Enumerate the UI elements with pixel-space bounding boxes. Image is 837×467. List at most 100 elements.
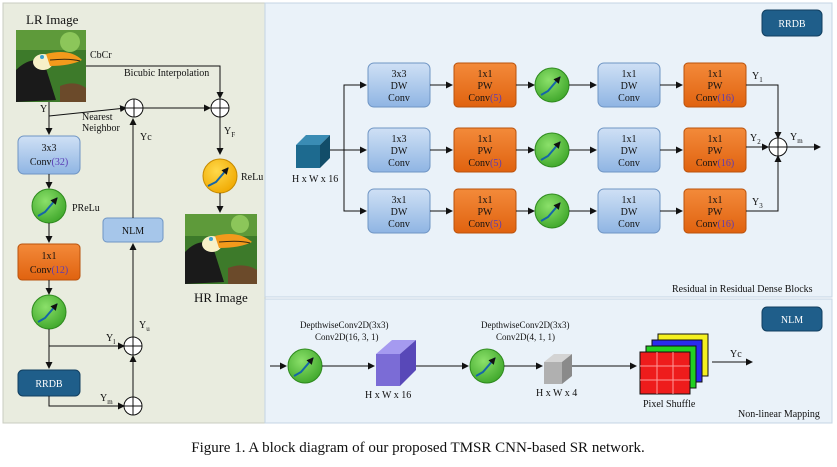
svg-text:3x1: 3x1 [392,195,407,206]
cbcr-arrow [86,65,224,99]
sum-node-top [124,98,144,118]
lr-image [16,30,86,102]
svg-text:Conv: Conv [618,93,640,104]
ym-arrow [48,396,125,410]
svg-text:PW: PW [708,81,724,92]
sum-node-mid [123,336,143,356]
rrdb-output-label: Ym [790,132,803,145]
svg-text:DW: DW [391,146,408,157]
conv3x3-block: 3x3 Conv(32) [17,135,81,175]
svg-text:Conv(12): Conv(12) [30,265,68,276]
nlm-cube-2 [544,354,572,384]
svg-text:PW: PW [478,146,494,157]
rrdb-row-2: 1x3 DW Conv 1x1 PW Conv(5) 1x1 DW Conv 1… [367,127,769,173]
nlm-dw2-line2: Conv2D(4, 1, 1) [496,332,555,342]
svg-text:Conv(16): Conv(16) [696,93,734,104]
svg-text:3x3: 3x3 [42,143,57,154]
nlm-cube-2-label: H x W x 4 [536,388,577,399]
hr-image-label: HR Image [194,290,248,305]
svg-text:Conv: Conv [618,158,640,169]
activation-left-2 [31,294,67,330]
ym-label: Ym [100,393,113,406]
prelu-activation [31,188,67,224]
svg-text:1x1: 1x1 [622,69,637,80]
nlm-cube-1-label: H x W x 16 [365,390,411,401]
rrdb-input-cube [296,135,330,168]
svg-text:1x1: 1x1 [42,251,57,262]
svg-text:Conv: Conv [388,158,410,169]
svg-text:Conv(5): Conv(5) [468,219,501,230]
nlm-output-label: Yc [730,349,742,360]
relu-label: ReLu [241,172,263,183]
hr-image [185,214,257,284]
svg-text:Conv: Conv [388,93,410,104]
svg-text:RRDB: RRDB [35,379,63,390]
y-label: Y [40,104,47,115]
nlm-block-left: NLM [102,217,164,243]
prelu-label: PReLu [72,203,100,214]
svg-text:1x1: 1x1 [708,134,723,145]
svg-text:Conv(5): Conv(5) [468,93,501,104]
svg-text:DW: DW [391,207,408,218]
svg-text:1x1: 1x1 [622,195,637,206]
svg-text:1x3: 1x3 [392,134,407,145]
branch-arrow-3 [343,150,367,215]
svg-text:NLM: NLM [781,315,803,326]
svg-text:Y2: Y2 [750,133,761,146]
rrdb-row-1: 3x3 DW Conv 1x1 PW Conv(5) 1x1 DW Conv 1… [367,62,782,139]
svg-text:NLM: NLM [122,226,144,237]
pixel-shuffle-label: Pixel Shuffle [643,399,696,410]
branch-arrow-1 [330,81,367,151]
nlm-footer: Non-linear Mapping [738,409,820,420]
relu-activation [202,158,238,194]
svg-text:DW: DW [391,81,408,92]
nlm-dw1-line1: DepthwiseConv2D(3x3) [300,320,389,330]
nlm-activation-2 [469,348,505,384]
nearest-label-1: Nearest [82,112,113,123]
svg-text:PW: PW [478,81,494,92]
nearest-arrow [48,105,127,117]
sum-node-bottom [123,396,143,416]
pixel-shuffle-grid [639,333,709,395]
rrdb-row-3: 3x1 DW Conv 1x1 PW Conv(5) 1x1 DW Conv 1… [367,155,782,234]
sum-node-final [210,98,230,118]
svg-text:1x1: 1x1 [708,69,723,80]
nlm-dw1-line2: Conv2D(16, 3, 1) [315,332,379,342]
svg-text:Conv: Conv [388,219,410,230]
svg-text:PW: PW [708,207,724,218]
rrdb-tag: RRDB [761,9,823,37]
svg-text:1x1: 1x1 [622,134,637,145]
svg-text:1x1: 1x1 [478,69,493,80]
nlm-dw2-line1: DepthwiseConv2D(3x3) [481,320,570,330]
svg-text:Conv: Conv [618,219,640,230]
svg-text:Y1: Y1 [752,71,763,84]
svg-text:3x3: 3x3 [392,69,407,80]
rrdb-input-label: H x W x 16 [292,174,338,185]
conv1x1-block: 1x1 Conv(12) [17,243,81,281]
yl-label: Yl [106,333,115,346]
yu-label: Yu [139,320,150,333]
nlm-activation-1 [287,348,323,384]
svg-text:1x1: 1x1 [478,195,493,206]
svg-text:1x1: 1x1 [708,195,723,206]
rrdb-footer: Residual in Residual Dense Blocks [672,284,813,295]
figure-caption: Figure 1. A block diagram of our propose… [191,440,644,456]
nlm-cube-1 [376,340,416,386]
svg-text:DW: DW [621,81,638,92]
bicubic-label: Bicubic Interpolation [124,68,209,79]
svg-text:Conv(32): Conv(32) [30,157,68,168]
svg-text:1x1: 1x1 [478,134,493,145]
nearest-label-2: Neighbor [82,123,120,134]
svg-text:Conv(16): Conv(16) [696,219,734,230]
svg-text:PW: PW [478,207,494,218]
svg-text:DW: DW [621,146,638,157]
svg-text:Y3: Y3 [752,197,763,210]
svg-text:PW: PW [708,146,724,157]
nlm-tag: NLM [761,306,823,332]
svg-text:DW: DW [621,207,638,218]
yc-label: Yc [140,132,152,143]
yf-label: YF [224,126,235,139]
svg-text:Conv(5): Conv(5) [468,158,501,169]
